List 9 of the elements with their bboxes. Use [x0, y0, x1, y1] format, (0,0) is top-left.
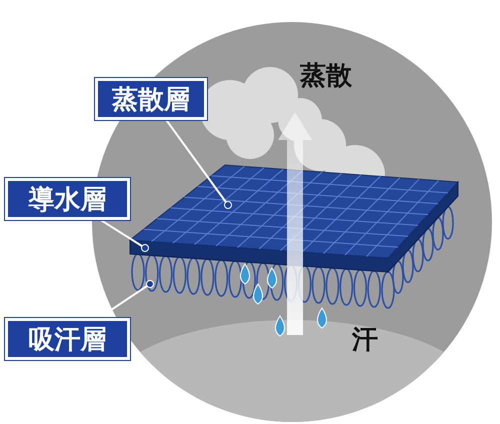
sweat-absorbing-loops: [131, 206, 454, 309]
sweat-text: 汗: [352, 324, 378, 357]
layer-label: 吸汗層: [5, 318, 130, 360]
layer-label: 蒸散層: [95, 78, 207, 120]
evaporation-layer-surface: [128, 164, 460, 259]
leader-line: [100, 219, 149, 252]
evaporation-text: 蒸散: [300, 60, 352, 93]
leader-line: [165, 119, 232, 209]
layer-label: 導水層: [5, 178, 130, 220]
